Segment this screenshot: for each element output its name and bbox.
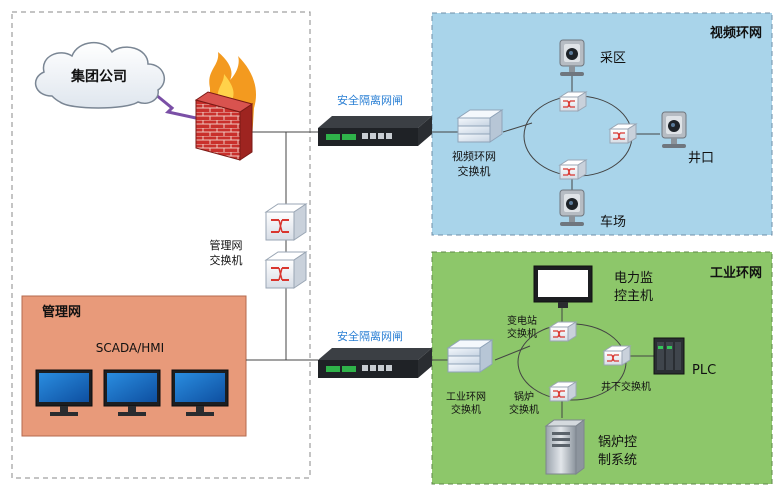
camera-shaft-label: 井口: [688, 151, 714, 166]
power-monitor-label-line1: 电力监: [614, 271, 653, 286]
management-switch-upper-icon: [264, 203, 308, 241]
substation-switch-icon: [548, 321, 578, 342]
boiler-switch-label-line2: 交换机: [509, 403, 539, 416]
substation-switch-label-line2: 交换机: [507, 327, 537, 340]
industrial-ring-title: 工业环网: [710, 265, 762, 281]
industrial-ring-zone: [431, 251, 773, 485]
management-switch-label-line1: 管理网: [210, 238, 243, 252]
scada-monitor-2-icon: [103, 369, 161, 416]
scada-monitor-3-icon: [171, 369, 229, 416]
video-ring-switch-top-icon: [558, 91, 588, 112]
video-switch-icon: [456, 109, 504, 143]
security-gateway-bottom-label: 安全隔离网闸: [337, 329, 403, 343]
video-switch-label-line2: 交换机: [458, 164, 491, 178]
internet-link: [149, 88, 197, 120]
boiler-switch-icon: [548, 381, 578, 402]
video-ring-switch-right-icon: [608, 123, 638, 144]
camera-mining-label: 采区: [600, 51, 626, 66]
scada-hmi-label: SCADA/HMI: [96, 341, 164, 355]
outer-dashed-boundary: [11, 11, 311, 479]
boiler-control-label-line2: 制系统: [598, 453, 637, 468]
plc-icon: [653, 337, 685, 375]
video-ring-title: 视频环网: [710, 25, 762, 41]
firewall-icon: [194, 52, 257, 161]
downhole-switch-icon: [602, 345, 632, 366]
industrial-switch-label-line1: 工业环网: [446, 391, 486, 403]
video-ring-switch-bottom-icon: [558, 159, 588, 180]
group-company-label: 集团公司: [70, 68, 127, 85]
security-gateway-top-label: 安全隔离网闸: [337, 93, 403, 107]
management-title: 管理网: [42, 304, 81, 320]
camera-yard-icon: [559, 189, 585, 226]
boiler-control-label-line1: 锅炉控: [598, 434, 637, 450]
substation-switch-label-line1: 变电站: [507, 314, 537, 327]
camera-mining-icon: [559, 39, 585, 76]
power-monitor-label-line2: 控主机: [614, 289, 653, 304]
camera-yard-label: 车场: [600, 214, 626, 230]
security-gateway-bottom: [318, 348, 432, 378]
boiler-control-server-icon: [544, 419, 586, 475]
industrial-switch-icon: [446, 339, 494, 373]
cloud-icon: [34, 42, 166, 109]
camera-shaft-icon: [661, 111, 687, 148]
connection-lines: [246, 74, 660, 418]
security-gateway-top: [318, 116, 432, 146]
power-monitor-icon: [533, 265, 593, 308]
downhole-switch-label: 井下交换机: [601, 380, 651, 393]
scada-monitor-1-icon: [35, 369, 93, 416]
management-switch-label-line2: 交换机: [210, 253, 243, 267]
industrial-switch-label-line2: 交换机: [451, 403, 481, 416]
boiler-switch-label-line1: 锅炉: [514, 391, 534, 403]
video-switch-label-line1: 视频环网: [452, 149, 496, 163]
management-switch-lower-icon: [264, 251, 308, 289]
plc-label: PLC: [692, 363, 716, 378]
